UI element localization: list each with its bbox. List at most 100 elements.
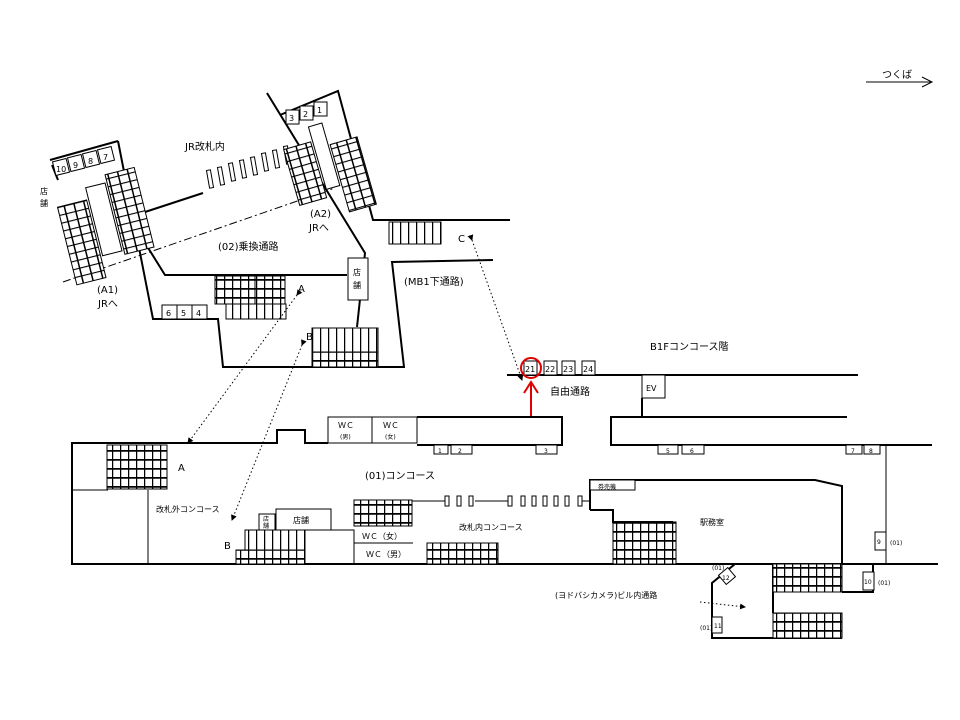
exit-box (433, 444, 449, 455)
exit-box (681, 444, 705, 455)
ticket-gate (520, 495, 526, 507)
stairs (388, 221, 442, 245)
wall (417, 416, 563, 446)
platform-box (51, 157, 71, 177)
platform-number: 4 (196, 309, 201, 318)
exit-box (874, 531, 887, 551)
exit-box (581, 360, 596, 376)
connector-c (467, 234, 524, 381)
marker-b: B (306, 332, 313, 343)
ticket-gate (260, 152, 270, 172)
platform-block (307, 122, 341, 191)
ticket-machine-box (589, 479, 636, 491)
exit-number: 10 (864, 579, 872, 586)
wc-women-label: ＷＣ（女） (362, 531, 402, 541)
platform-box (96, 145, 116, 165)
wc-women-box (371, 416, 418, 444)
wc-women-label: ＷＣ (383, 421, 399, 430)
a2-destination: JRへ (308, 223, 329, 234)
exit-box (845, 444, 863, 455)
stairs (353, 499, 413, 527)
ticket-gate (507, 495, 513, 507)
marker-b: B (224, 541, 231, 552)
exit-number: 3 (544, 448, 548, 455)
concourse-label: (01)コンコース (365, 471, 435, 482)
stairs (56, 199, 107, 286)
platform-box (81, 149, 101, 169)
yodobashi-passage-label: (ヨドバシカメラ)ビル内通路 (555, 590, 657, 600)
exit-number: 22 (545, 365, 555, 374)
ticket-gate (531, 495, 537, 507)
exit-number: 1 (438, 448, 442, 455)
connector-a (187, 289, 303, 444)
stairs (311, 351, 379, 368)
ticket-gate (456, 495, 462, 507)
ticket-gate (238, 159, 248, 179)
shop-label: 店 (40, 186, 48, 196)
exit-prefix: (01) (712, 565, 724, 572)
connector-yodobashi (699, 601, 746, 610)
route-connectors (187, 234, 524, 521)
exit-box (561, 360, 576, 376)
gate-line (144, 192, 204, 213)
platform-box (66, 153, 86, 173)
ticket-gate (216, 166, 226, 186)
stairs (772, 612, 843, 639)
ticket-machine-label: 券売機 (598, 483, 616, 491)
ticket-gate (205, 169, 215, 189)
free-passage-label: 自由通路 (550, 385, 590, 398)
transfer-passage-label: (02)乗換通路 (218, 240, 279, 253)
stairs (612, 521, 677, 565)
platform-box (299, 105, 314, 121)
platform-number: 7 (103, 153, 108, 162)
exit-box (543, 360, 558, 376)
platform-numbers-bottom: 6 5 4 (161, 304, 208, 320)
platform-box (285, 109, 300, 125)
ticket-gate (468, 495, 474, 507)
jr-gate-area-label: JR改札内 (184, 140, 225, 153)
marker-a: A (298, 284, 305, 295)
platform-number: 8 (88, 157, 93, 166)
platform-number: 9 (73, 161, 78, 170)
a1-destination: JRへ (97, 299, 118, 310)
ticket-gate (542, 495, 548, 507)
exit-box (711, 616, 723, 634)
exit-number: 8 (869, 448, 873, 455)
station-office-wall (590, 509, 673, 523)
platform-number: 1 (317, 106, 322, 115)
platform-box (313, 101, 328, 117)
shop-label: 舗 (40, 198, 48, 208)
highlight-arrow-head-icon (523, 380, 539, 394)
exit-number: 9 (877, 539, 881, 546)
exit-number-21: 21 (525, 365, 535, 374)
stairs (254, 275, 286, 305)
ticket-gate (227, 162, 237, 182)
stairs (283, 141, 328, 206)
exit-box (523, 360, 538, 376)
outer-concourse-label: 改札外コンコース (156, 504, 220, 514)
shop-label: 店 (353, 267, 361, 277)
shop-label: 舗 (353, 280, 361, 290)
stairs (214, 275, 256, 305)
wc-men-sub: (男) (340, 434, 351, 441)
exit-number: 24 (583, 365, 593, 374)
platform-number: 10 (56, 165, 66, 174)
station-office-label: 駅務室 (700, 517, 724, 527)
inner-concourse-label: 改札内コンコース (459, 522, 523, 532)
exits-concourse: 1 2 3 5 6 7 8 (433, 444, 881, 455)
marker-a: A (178, 463, 185, 474)
exit-number: 11 (714, 623, 722, 630)
mb1-passage-label: (MB1下通路) (404, 275, 464, 288)
b1f-concourse: B1Fコンコース階 21 22 23 24 自由通路 EV ＷＣ (男) (71, 341, 938, 639)
exits-top: 21 22 23 24 (523, 360, 596, 376)
ticket-gates (444, 495, 583, 507)
exit-number: 23 (563, 365, 573, 374)
exit-box (717, 566, 737, 586)
shop-label: 店舗 (293, 515, 309, 525)
stairs (772, 563, 843, 593)
exit-number: 7 (851, 448, 855, 455)
shop-label: 店 (263, 515, 269, 523)
direction-indicator: つくば (866, 69, 934, 88)
arrow-head-icon (921, 76, 934, 88)
